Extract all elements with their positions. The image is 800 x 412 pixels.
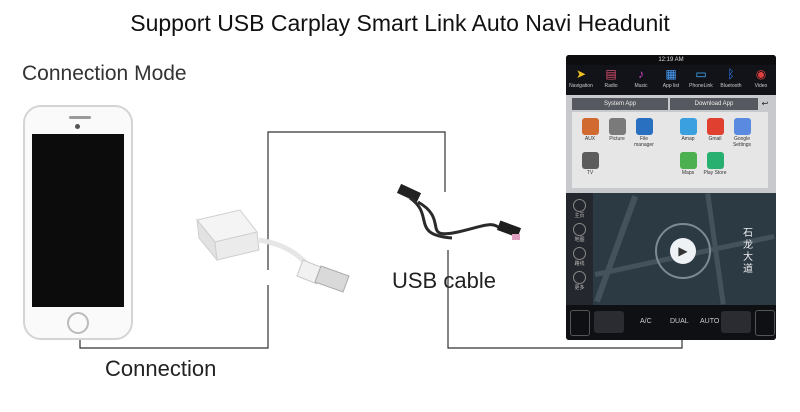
status-bar: 12:19 AM <box>566 55 776 65</box>
phone-home-button <box>67 312 89 334</box>
app-play-store[interactable]: Play Store <box>703 152 727 176</box>
temp-left-control[interactable] <box>594 311 624 333</box>
back-icon[interactable]: ↩ <box>761 99 769 108</box>
sidebar-item-home[interactable]: 主页 <box>566 199 593 219</box>
google-settings-icon <box>733 118 751 135</box>
app-aux[interactable]: AUX <box>578 118 602 142</box>
gmail-icon <box>706 118 724 135</box>
climate-bar: A/C DUAL AUTO <box>566 305 776 340</box>
phonelink-icon: ▭ <box>695 67 707 81</box>
home-icon[interactable] <box>570 310 590 336</box>
map-road-name: 石龙大道 <box>743 228 753 275</box>
cable-connection-line <box>447 250 683 349</box>
launcher-radio[interactable]: ▤ Radio <box>599 65 624 95</box>
auto-button[interactable]: AUTO <box>700 318 720 325</box>
map-compass <box>655 223 711 279</box>
app-gmail[interactable]: Gmail <box>703 118 727 142</box>
phone-camera <box>75 124 80 129</box>
top-launcher-bar: ➤ Navigation ▤ Radio ♪ Music ▦ App list … <box>566 65 776 95</box>
launcher-navigation[interactable]: ➤ Navigation <box>569 67 593 89</box>
app-tv[interactable]: TV <box>578 152 602 176</box>
adapter-connection-line <box>267 131 446 270</box>
tv-icon <box>581 152 599 169</box>
play-store-icon <box>706 152 724 169</box>
launcher-music[interactable]: ♪ Music <box>629 65 654 95</box>
headunit-display: 12:19 AM ➤ Navigation ▤ Radio ♪ Music ▦ … <box>566 55 776 340</box>
app-picture[interactable]: Picture <box>605 118 629 142</box>
dongle-body <box>196 209 260 262</box>
app-maps[interactable]: Maps <box>676 152 700 176</box>
usb-plug <box>296 259 350 293</box>
temp-right-control[interactable] <box>721 311 751 333</box>
picture-icon <box>608 118 626 135</box>
tab-system-app[interactable]: System App <box>572 98 668 110</box>
app-grid: AUX Picture File manager TV Amap Gmail G… <box>572 112 768 188</box>
play-icon[interactable]: ▶ <box>670 238 696 264</box>
navigation-map[interactable]: ▶ 石龙大道 <box>593 193 776 305</box>
connection-mode-label: Connection Mode <box>22 62 187 85</box>
phone-speaker <box>69 116 91 119</box>
bluetooth-icon: ᛒ <box>727 67 735 81</box>
app-file-manager[interactable]: File manager <box>632 118 656 148</box>
file-manager-icon <box>635 118 653 135</box>
launcher-video[interactable]: ◉ Video <box>749 65 774 95</box>
video-icon: ◉ <box>755 67 767 81</box>
sidebar-item-map[interactable]: 地图 <box>566 223 593 243</box>
page-title: Support USB Carplay Smart Link Auto Navi… <box>130 10 670 36</box>
connection-label: Connection <box>105 356 217 381</box>
dual-button[interactable]: DUAL <box>670 318 689 325</box>
smartphone <box>23 105 133 340</box>
launcher-app-list[interactable]: ▦ App list <box>659 65 684 95</box>
aux-icon <box>581 118 599 135</box>
volume-icon[interactable] <box>755 310 775 336</box>
phone-connection-line <box>79 285 269 349</box>
app-google-settings[interactable]: Google Settings <box>730 118 754 148</box>
clock: 12:19 AM <box>658 57 684 63</box>
phone-screen <box>32 134 124 307</box>
usb-female-connector <box>496 220 522 238</box>
app-panel: System App Download App ↩ AUX Picture Fi… <box>566 95 776 193</box>
usb-cable-label: USB cable <box>392 268 496 293</box>
music-icon: ♪ <box>638 67 644 81</box>
sidebar-item-route[interactable]: 路线 <box>566 247 593 267</box>
amap-icon <box>679 118 697 135</box>
app-amap[interactable]: Amap <box>676 118 700 142</box>
maps-icon <box>679 152 697 169</box>
carplay-dongle <box>196 209 350 293</box>
sidebar-item-more[interactable]: 更多 <box>566 271 593 291</box>
radio-icon: ▤ <box>605 67 617 81</box>
usb-extension-cable <box>396 183 522 240</box>
cable-wire <box>417 200 504 236</box>
tab-download-app[interactable]: Download App <box>670 98 758 110</box>
app-list-icon: ▦ <box>665 67 677 81</box>
usb-male-connector <box>396 183 422 203</box>
carplay-sidebar: 主页 地图 路线 更多 <box>566 193 593 305</box>
launcher-bluetooth[interactable]: ᛒ Bluetooth <box>720 67 742 89</box>
navigation-icon: ➤ <box>575 67 587 81</box>
ac-button[interactable]: A/C <box>640 318 652 325</box>
launcher-phonelink[interactable]: ▭ PhoneLink <box>689 67 713 89</box>
